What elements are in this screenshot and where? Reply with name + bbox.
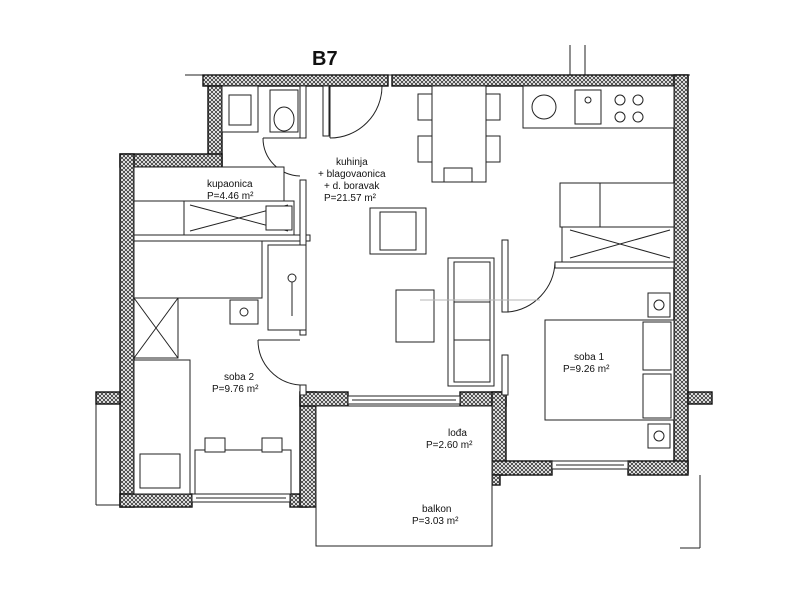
room-2-area: P=9.76 m²	[212, 384, 259, 395]
room-2-furniture	[133, 240, 292, 495]
loggia-name: lođa	[448, 428, 467, 439]
balcony	[315, 405, 493, 547]
living-name-line-2: + blagovaonica	[318, 169, 386, 180]
room-1-name: soba 1	[574, 352, 604, 363]
living-name-line-3: + d. boravak	[324, 181, 380, 192]
bathroom-area: P=4.46 m²	[207, 191, 254, 202]
room-labels: kupaonica P=4.46 m² kuhinja + blagovaoni…	[207, 157, 610, 527]
balcony-name: balkon	[422, 504, 451, 515]
unit-title: B7	[312, 48, 338, 70]
bathroom-name: kupaonica	[207, 179, 253, 190]
room-1-furniture	[544, 292, 675, 449]
walls	[95, 74, 713, 508]
windows	[191, 395, 629, 503]
room-1-area: P=9.26 m²	[563, 364, 610, 375]
living-area: P=21.57 m²	[324, 193, 377, 204]
balcony-area: P=3.03 m²	[412, 516, 459, 527]
kitchen-living-furniture	[369, 85, 675, 387]
room-2-name: soba 2	[224, 372, 254, 383]
door-swings	[257, 85, 556, 386]
loggia-area: P=2.60 m²	[426, 440, 473, 451]
living-name-line-1: kuhinja	[336, 157, 368, 168]
